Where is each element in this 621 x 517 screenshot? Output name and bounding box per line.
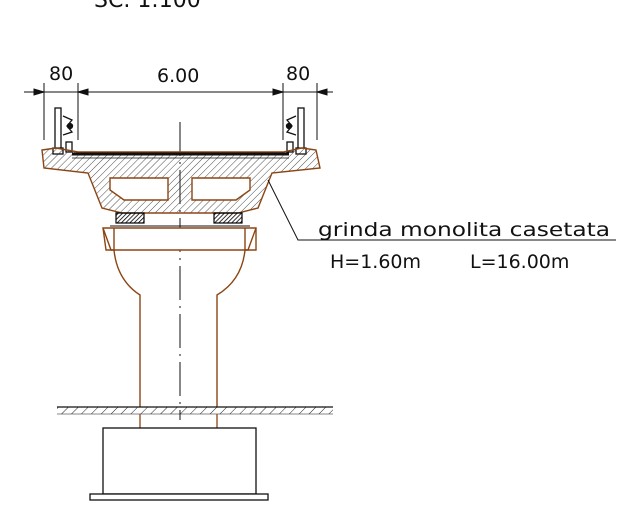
right-guardrail	[285, 107, 307, 155]
callout-leader-line	[267, 179, 616, 241]
callout-label-height: H=1.60m	[330, 251, 421, 273]
dimension-right-overhang: 80	[286, 63, 310, 85]
scale-label: SC. 1:100	[94, 0, 201, 13]
callout-label-length: L=16.00m	[470, 251, 569, 273]
ground-line	[57, 406, 333, 415]
dimension-deck-width: 6.00	[157, 65, 199, 87]
callout-label-girder: grinda monolita casetata	[318, 219, 610, 241]
bearings	[110, 212, 250, 227]
left-guardrail	[52, 107, 74, 155]
box-girder-deck	[41, 147, 321, 214]
pier	[102, 227, 257, 407]
dimension-line	[24, 83, 333, 140]
foundation	[89, 414, 269, 501]
dimension-left-overhang: 80	[49, 63, 73, 85]
